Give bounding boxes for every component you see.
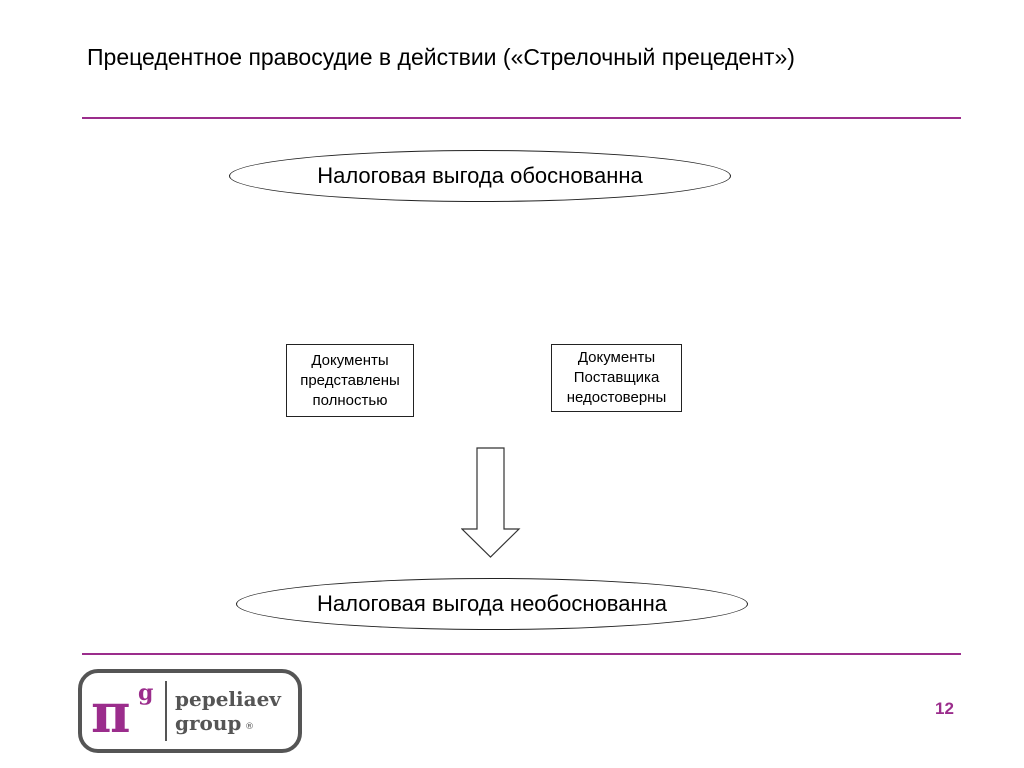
slide-title: Прецедентное правосудие в действии («Стр… <box>87 44 795 70</box>
box-line: недостоверны <box>566 389 667 406</box>
box-line: Поставщика <box>573 369 660 386</box>
box-line: полностью <box>312 391 388 409</box>
node-tax-benefit-unjustified: Налоговая выгода необоснованна <box>236 578 748 630</box>
box-supplier-documents-unreliable: Документы Поставщика недостоверны <box>551 344 682 412</box>
box-line: Документы <box>311 351 389 369</box>
logo-pi-symbol: π <box>91 681 131 745</box>
node-tax-benefit-justified: Налоговая выгода обоснованна <box>229 150 731 202</box>
footer-divider <box>82 653 961 655</box>
node-label: Налоговая выгода необоснованна <box>317 591 667 616</box>
box-line: представлены <box>300 371 400 389</box>
logo-registered-mark: ® <box>245 722 254 732</box>
page-number: 12 <box>935 699 954 718</box>
header-divider <box>82 117 961 119</box>
node-label: Налоговая выгода обоснованна <box>317 163 643 188</box>
logo-name-line2: group <box>175 711 241 735</box>
pepeliaev-group-logo: π g pepeliaev group ® <box>78 669 302 753</box>
box-line: Документы <box>577 349 656 366</box>
down-arrow-icon <box>461 447 521 558</box>
box-documents-complete: Документы представлены полностью <box>286 344 414 417</box>
logo-g-superscript: g <box>138 680 153 706</box>
logo-name-line1: pepeliaev <box>175 687 282 711</box>
